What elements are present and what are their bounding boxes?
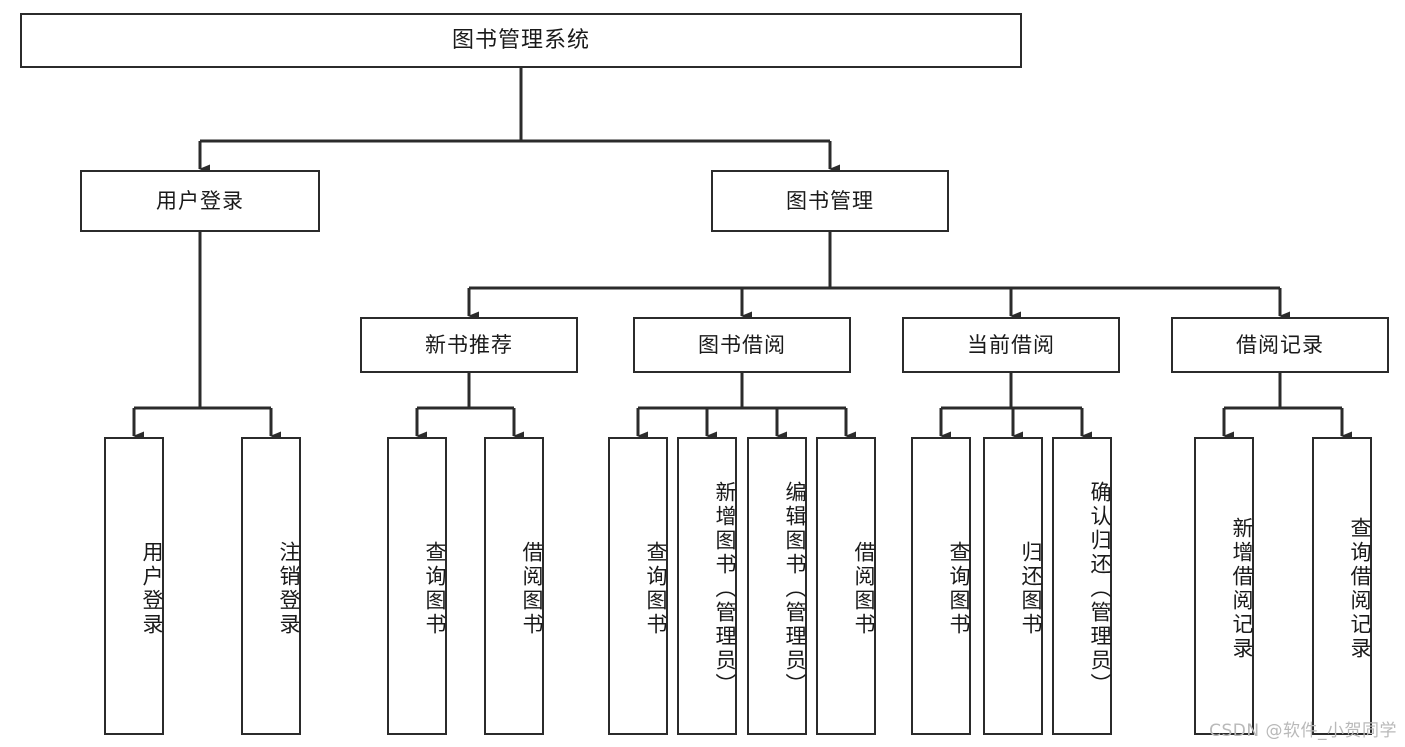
node-current-borrow[interactable]: 当前借阅 <box>902 317 1120 373</box>
node-book-manage[interactable]: 图书管理 <box>711 170 949 232</box>
node-leaf-confirm-return[interactable]: 确认归还（管理员） <box>1052 437 1112 735</box>
node-label: 查询图书 <box>423 541 447 637</box>
node-label: 确认归还（管理员） <box>1088 481 1112 697</box>
node-leaf-query-book-3[interactable]: 查询图书 <box>911 437 971 735</box>
node-leaf-edit-book[interactable]: 编辑图书（管理员） <box>747 437 807 735</box>
node-label: 借阅记录 <box>1236 332 1324 357</box>
node-label: 新增图书（管理员） <box>713 481 737 697</box>
node-label: 新增借阅记录 <box>1230 517 1254 661</box>
node-label: 用户登录 <box>140 541 164 637</box>
node-book-borrow[interactable]: 图书借阅 <box>633 317 851 373</box>
node-leaf-query-book-2[interactable]: 查询图书 <box>608 437 668 735</box>
node-user-login[interactable]: 用户登录 <box>80 170 320 232</box>
node-label: 编辑图书（管理员） <box>783 481 807 697</box>
node-label: 当前借阅 <box>967 332 1055 357</box>
node-leaf-borrow-book-1[interactable]: 借阅图书 <box>484 437 544 735</box>
node-root[interactable]: 图书管理系统 <box>20 13 1022 68</box>
node-label: 图书管理系统 <box>451 27 590 53</box>
node-label: 借阅图书 <box>852 541 876 637</box>
node-leaf-return-book[interactable]: 归还图书 <box>983 437 1043 735</box>
node-leaf-add-record[interactable]: 新增借阅记录 <box>1194 437 1254 735</box>
node-label: 新书推荐 <box>425 332 513 357</box>
node-leaf-logout[interactable]: 注销登录 <box>241 437 301 735</box>
node-label: 注销登录 <box>277 541 301 637</box>
node-leaf-query-record[interactable]: 查询借阅记录 <box>1312 437 1372 735</box>
node-new-book-rec[interactable]: 新书推荐 <box>360 317 578 373</box>
node-label: 归还图书 <box>1019 541 1043 637</box>
node-label: 查询借阅记录 <box>1348 517 1372 661</box>
node-label: 查询图书 <box>947 541 971 637</box>
node-label: 借阅图书 <box>520 541 544 637</box>
node-leaf-add-book[interactable]: 新增图书（管理员） <box>677 437 737 735</box>
node-leaf-user-login[interactable]: 用户登录 <box>104 437 164 735</box>
node-label: 图书借阅 <box>698 332 786 357</box>
node-borrow-record[interactable]: 借阅记录 <box>1171 317 1389 373</box>
node-label: 查询图书 <box>644 541 668 637</box>
node-leaf-borrow-book-2[interactable]: 借阅图书 <box>816 437 876 735</box>
node-leaf-query-book-1[interactable]: 查询图书 <box>387 437 447 735</box>
node-label: 图书管理 <box>786 188 874 213</box>
node-label: 用户登录 <box>156 188 244 213</box>
